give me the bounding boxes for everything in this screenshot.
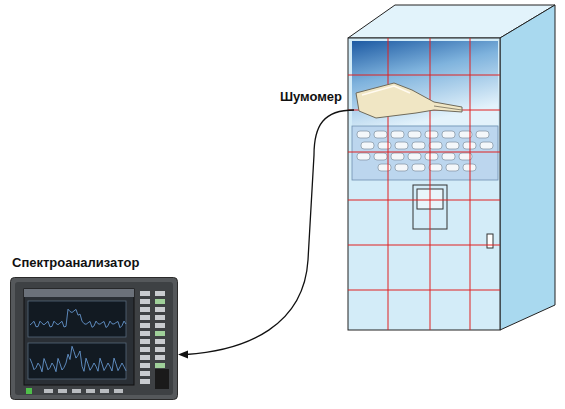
- panel-key: [476, 131, 489, 138]
- device-label: Спектроанализатор: [12, 256, 139, 271]
- panel-key: [378, 164, 391, 171]
- grid-line: [348, 290, 500, 291]
- analyzer-button: [140, 291, 150, 296]
- panel-key: [357, 153, 370, 160]
- analyzer-button: [155, 307, 165, 312]
- analyzer-button: [155, 347, 165, 352]
- panel-key: [361, 142, 374, 149]
- grid-line: [348, 152, 500, 153]
- grid-line: [348, 200, 500, 201]
- cabinet-display: [352, 41, 498, 125]
- soft-key: [114, 389, 123, 393]
- panel-key: [395, 164, 408, 171]
- soft-key: [72, 389, 81, 393]
- analyzer-button: [140, 363, 150, 368]
- panel-key: [408, 131, 421, 138]
- measurement-grid: [348, 38, 500, 330]
- grid-line: [388, 38, 389, 330]
- analyzer-button: [155, 315, 165, 320]
- key-group: [357, 131, 493, 171]
- panel-key: [442, 131, 455, 138]
- cabinet-front: [348, 38, 500, 330]
- grid-line: [430, 38, 431, 330]
- analyzer-body: [11, 278, 178, 400]
- soft-key: [100, 389, 109, 393]
- analyzer-button: [140, 339, 150, 344]
- sound-meter: Шумомер: [354, 80, 464, 120]
- analyzer-button: [140, 379, 150, 384]
- grid-line: [470, 38, 471, 330]
- meter-highlight: [362, 86, 410, 95]
- key-panel: [352, 126, 498, 180]
- analyzer-bezel: [15, 282, 173, 395]
- analyzer-button: [140, 323, 150, 328]
- panel-key: [425, 131, 438, 138]
- panel-key: [429, 142, 442, 149]
- meter-probe: [434, 106, 462, 110]
- analyzer-button: [155, 355, 165, 360]
- analyzer-button: [155, 299, 165, 304]
- panel-key: [446, 142, 459, 149]
- panel-key: [391, 153, 404, 160]
- analyzer-button: [140, 299, 150, 304]
- analyzer-button: [155, 291, 165, 296]
- analyzer-button: [140, 355, 150, 360]
- grid-line: [348, 245, 500, 246]
- analyzer-button: [155, 323, 165, 328]
- panel-key: [412, 142, 425, 149]
- spectrum-analyzer: Спектроанализатор: [10, 277, 178, 400]
- analyzer-button: [155, 331, 165, 336]
- grid-line: [348, 75, 500, 76]
- panel-key: [425, 153, 438, 160]
- analyzer-screen: [24, 289, 134, 385]
- panel-key: [412, 164, 425, 171]
- panel-key: [374, 153, 387, 160]
- panel-key: [374, 131, 387, 138]
- analyzer-illustration: [10, 277, 178, 400]
- soft-key: [58, 389, 67, 393]
- signal-cable: [178, 110, 354, 358]
- panel-key: [357, 131, 370, 138]
- panel-key: [442, 153, 455, 160]
- soft-key: [44, 389, 53, 393]
- meter-illustration: [354, 80, 464, 120]
- power-button: [26, 388, 32, 394]
- device-label: Шумомер: [280, 90, 342, 105]
- panel-key: [429, 164, 442, 171]
- panel-key: [408, 153, 421, 160]
- plot-panel: [28, 343, 126, 379]
- panel-key: [480, 142, 493, 149]
- cabinet-side: [500, 5, 555, 330]
- arrow-head: [178, 350, 188, 358]
- meter-body: [356, 83, 462, 118]
- spectrum-trace: [30, 309, 126, 328]
- panel-key: [446, 164, 459, 171]
- analyzer-button: [155, 339, 165, 344]
- panel-key: [391, 131, 404, 138]
- analyzer-button: [140, 307, 150, 312]
- panel-key: [395, 142, 408, 149]
- analyzer-button: [140, 371, 150, 376]
- analyzer-button: [140, 347, 150, 352]
- screen-bar: [24, 289, 134, 297]
- analyzer-button: [155, 363, 165, 368]
- analyzer-button: [140, 331, 150, 336]
- analyzer-knob: [155, 369, 169, 389]
- spectrum-trace: [30, 346, 126, 372]
- analyzer-button: [140, 315, 150, 320]
- panel-key: [378, 142, 391, 149]
- cabinet-handle: [487, 234, 493, 248]
- cable-path: [186, 110, 354, 354]
- soft-key: [86, 389, 95, 393]
- plot-panel: [28, 301, 126, 337]
